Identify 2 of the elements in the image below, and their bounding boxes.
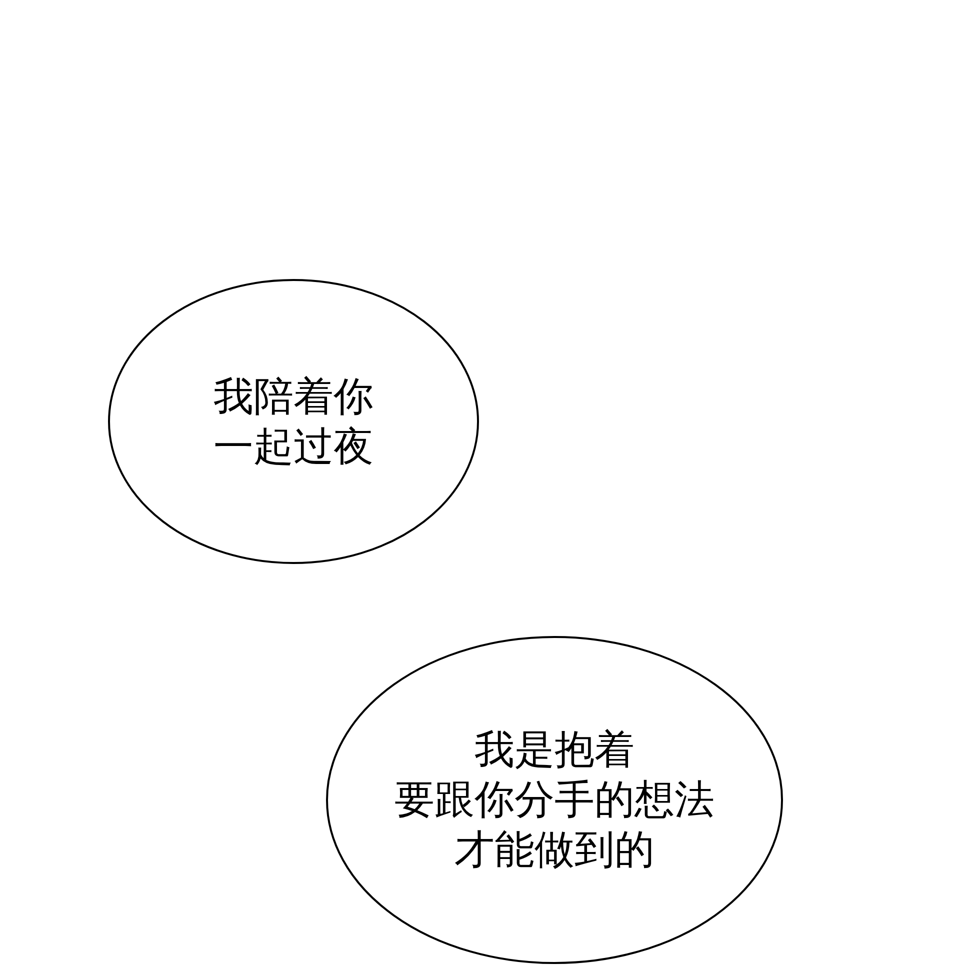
bubble-text: 我陪着你一起过夜 <box>214 372 374 472</box>
bubble-text: 我是抱着要跟你分手的想法才能做到的 <box>394 726 714 875</box>
